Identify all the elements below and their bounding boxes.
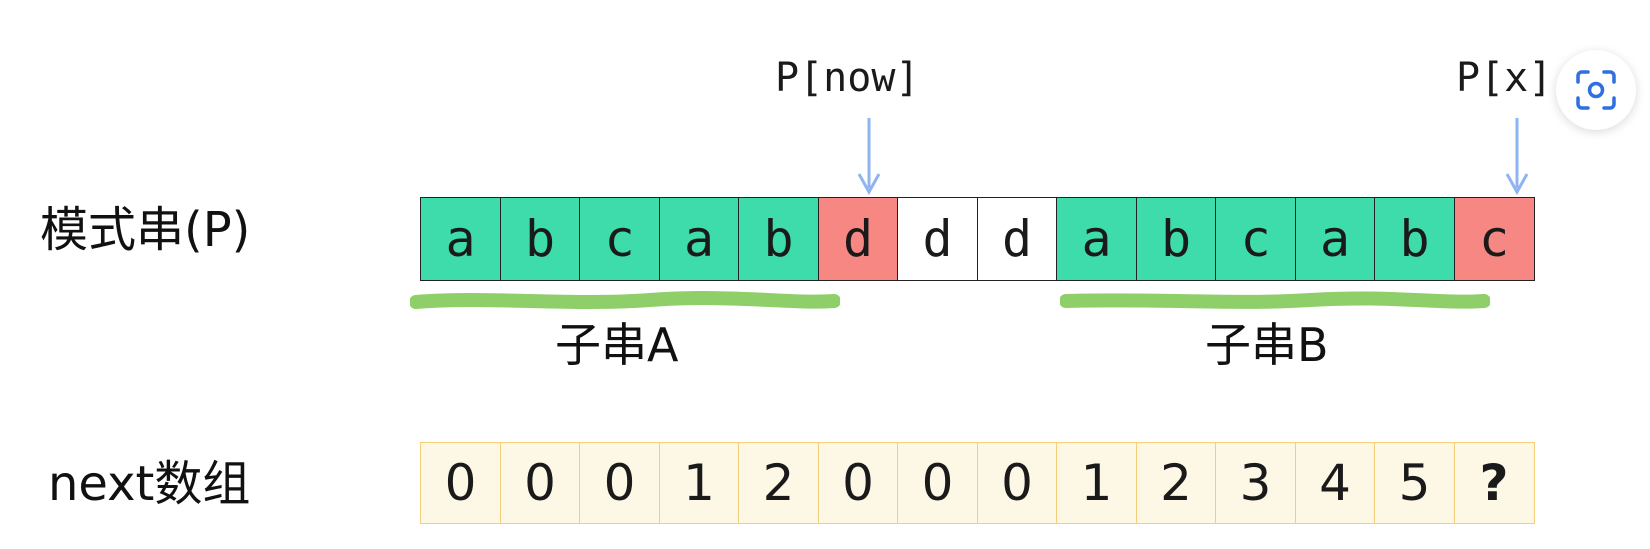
next-cell: 2	[738, 442, 819, 524]
pointer-x-label: P[x]	[1456, 55, 1553, 101]
pattern-cell: c	[1215, 197, 1296, 281]
pattern-cell: d	[817, 197, 899, 281]
substring-a-underline	[410, 291, 840, 309]
next-cell: ?	[1453, 442, 1535, 524]
pattern-cell: a	[658, 197, 740, 281]
pattern-cell: a	[1056, 197, 1137, 281]
next-cell: 5	[1374, 442, 1455, 524]
next-row-label: next数组	[48, 456, 251, 512]
pattern-cell: d	[897, 197, 978, 281]
next-cell: 4	[1294, 442, 1376, 524]
next-cell: 1	[658, 442, 740, 524]
pointer-now-arrow	[857, 118, 881, 196]
pattern-cell: b	[738, 197, 819, 281]
next-cell: 0	[817, 442, 899, 524]
pattern-cell: c	[579, 197, 660, 281]
pointer-now-label: P[now]	[775, 55, 920, 101]
screen-scan-button[interactable]	[1556, 50, 1636, 130]
next-cell: 0	[897, 442, 978, 524]
next-cell: 0	[579, 442, 660, 524]
next-cell: 2	[1135, 442, 1217, 524]
next-cell: 0	[976, 442, 1058, 524]
next-cell: 1	[1056, 442, 1137, 524]
pattern-cell: b	[499, 197, 581, 281]
substring-a-label: 子串A	[555, 318, 679, 372]
pattern-cell: d	[976, 197, 1058, 281]
pattern-row-label: 模式串(P)	[40, 202, 251, 258]
substring-b-underline	[1060, 291, 1490, 309]
pattern-cell: b	[1374, 197, 1455, 281]
pattern-cell: b	[1135, 197, 1217, 281]
pointer-x-arrow	[1505, 118, 1529, 196]
pattern-cell: a	[1294, 197, 1376, 281]
substring-b-label: 子串B	[1205, 318, 1329, 372]
next-cell: 3	[1215, 442, 1296, 524]
next-cell: 0	[499, 442, 581, 524]
pattern-cell: a	[420, 197, 501, 281]
next-cell: 0	[420, 442, 501, 524]
pattern-cell: c	[1453, 197, 1535, 281]
screen-scan-icon	[1576, 70, 1616, 110]
